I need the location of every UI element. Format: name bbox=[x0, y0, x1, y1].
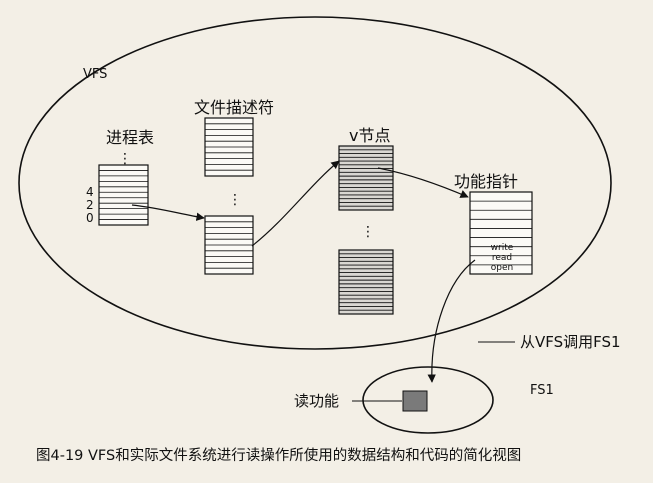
file-descriptor-table-top bbox=[204, 117, 254, 177]
arrow-fd-to-vnode bbox=[251, 160, 340, 247]
process-slot-4: 4 bbox=[86, 185, 94, 199]
arrow-read-to-fs1 bbox=[427, 259, 476, 383]
process-table-label: 进程表 bbox=[106, 128, 154, 147]
function-pointer-table bbox=[469, 191, 533, 275]
read-function-box bbox=[402, 390, 428, 412]
table-frame bbox=[338, 249, 394, 315]
vnode-table-bottom bbox=[338, 249, 394, 315]
process-slot-2: 2 bbox=[86, 198, 94, 212]
file-descriptor-label: 文件描述符 bbox=[194, 98, 274, 117]
figure-caption: 图4-19 VFS和实际文件系统进行读操作所使用的数据结构和代码的简化视图 bbox=[36, 448, 522, 464]
fs1-boundary bbox=[362, 366, 494, 434]
function-pointer-label: 功能指针 bbox=[454, 172, 518, 191]
vnode-table-top bbox=[338, 145, 394, 211]
arrow-process-to-fd bbox=[131, 204, 205, 221]
process-table bbox=[98, 164, 149, 226]
process-table-ellipsis: ⋮ bbox=[118, 151, 132, 167]
vfs-label: VFS bbox=[83, 67, 107, 82]
fp-entry-read: read bbox=[492, 253, 512, 263]
fp-entry-write: write bbox=[491, 243, 514, 253]
vnode-ellipsis: ⋮ bbox=[361, 224, 375, 240]
process-slot-0: 0 bbox=[86, 211, 94, 225]
vnode-label: v节点 bbox=[349, 126, 390, 145]
arrow-vnode-to-fp bbox=[377, 167, 469, 198]
table-frame bbox=[469, 191, 533, 275]
table-frame bbox=[98, 164, 149, 226]
file-descriptor-table-bottom bbox=[204, 215, 254, 275]
fp-entry-open: open bbox=[491, 263, 513, 273]
read-function-label: 读功能 bbox=[294, 392, 339, 410]
vfs-boundary bbox=[18, 16, 612, 350]
file-descriptor-ellipsis: ⋮ bbox=[228, 192, 242, 208]
call-fs1-label: 从VFS调用FS1 bbox=[520, 333, 621, 351]
table-frame bbox=[338, 145, 394, 211]
fs1-label: FS1 bbox=[530, 383, 554, 398]
